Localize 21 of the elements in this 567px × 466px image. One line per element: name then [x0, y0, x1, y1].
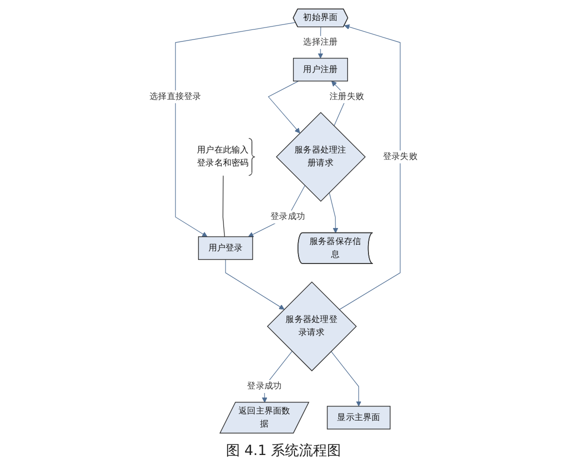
edge-label: 选择直接登录 [150, 92, 202, 102]
connector [222, 175, 225, 238]
node-diamond: 服务器处理注册请求 [276, 112, 366, 202]
arrow [338, 24, 400, 310]
node-box: 用户注册 [293, 58, 348, 82]
node-diamond: 服务器处理登录请求 [266, 282, 357, 372]
arrow [175, 22, 296, 237]
arrow [330, 350, 362, 406]
arrow [268, 80, 300, 134]
arrow [248, 185, 306, 237]
edge-label: 登录成功 [270, 212, 306, 222]
node-text: 用户在此输入登录名和密码 [197, 145, 249, 168]
arrow [328, 192, 338, 234]
edge-label: 选择注册 [303, 37, 338, 48]
figure-caption: 图 4.1 系统流程图 [226, 443, 342, 459]
node-box: 显示主界面 [326, 406, 391, 430]
edge-label: 注册失败 [330, 92, 364, 102]
edge-label: 登录失败 [382, 152, 418, 162]
node-box: 用户登录 [198, 236, 254, 260]
edge-label: 登录成功 [247, 381, 282, 392]
arrow [225, 259, 284, 310]
